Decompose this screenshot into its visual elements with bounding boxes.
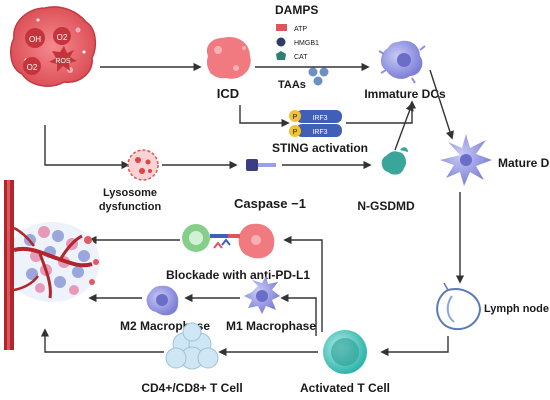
arrow-activated-to-m1 (280, 293, 317, 336)
cat-label: CAT (294, 54, 308, 61)
mature-dcs-label: Mature DCs (498, 156, 550, 170)
tumor-vessel-illustration (4, 180, 100, 350)
tcell-cluster-label: CD4+/CD8+ T Cell (141, 381, 242, 395)
ros-burst-icon (49, 46, 77, 72)
taas-label: TAAs (278, 79, 306, 91)
icd-cell (206, 36, 251, 79)
atp-label: ATP (294, 26, 307, 33)
m1-label: M1 Macrophase (226, 319, 316, 333)
p-label-2: P (293, 129, 298, 136)
atp-icon (276, 24, 287, 31)
irf3-label-1: IRF3 (312, 115, 327, 122)
irf3-label-2: IRF3 (312, 129, 327, 136)
lymph-node-icon (436, 282, 482, 331)
arrow-immature-to-mature (429, 69, 454, 140)
activated-t-cell-label: Activated T Cell (300, 381, 390, 395)
m2-macrophage-cell (146, 285, 179, 316)
superoxide-icon-2 (23, 57, 41, 75)
immature-dcs-label: Immature DCs (364, 87, 446, 101)
caspase-label: Caspase −1 (234, 196, 306, 211)
lysosome-icon (127, 149, 159, 181)
arrow-tcells-to-tumor (40, 328, 164, 353)
tumor-cell: OH O2 O2 ROS (9, 6, 97, 87)
blockade-cells (182, 223, 275, 259)
m1-macrophage-cell (244, 276, 280, 314)
activated-t-cell (323, 330, 367, 374)
irf3-dimer: P P IRF3 IRF3 (289, 110, 342, 137)
cat-icon (276, 51, 286, 60)
blood-vessel-icon (4, 180, 93, 350)
blockade-label: Blockade with anti-PD-L1 (166, 268, 310, 282)
oh-label: OH (29, 35, 41, 44)
gsdmd-label: N-GSDMD (357, 199, 415, 213)
arrow-icd-to-sting (239, 105, 290, 128)
sting-label: STING activation (272, 141, 368, 155)
arrow-lymph-to-tcell (380, 336, 449, 357)
immature-dc-cell (378, 40, 426, 84)
hmgb1-label: HMGB1 (294, 40, 319, 47)
arrow-tumor-to-lysosome (44, 125, 130, 170)
o2-label-2: O2 (27, 63, 38, 72)
arrow-activated-to-blockade (283, 235, 323, 332)
phospho-icon (289, 110, 301, 122)
icd-label: ICD (217, 86, 239, 101)
lysosome-label-line2: dysfunction (99, 201, 162, 213)
o2-label-1: O2 (57, 33, 68, 42)
lysosome-label-line1: Lysosome (103, 187, 157, 199)
arrow-sting-to-dcs (346, 100, 417, 124)
mature-dc-cell (440, 134, 492, 186)
t-cell-cluster (165, 322, 219, 370)
hmgb1-icon (276, 37, 286, 47)
gsdmd-icon (381, 147, 408, 175)
caspase-icon (246, 159, 276, 171)
damps-title: DAMPS (275, 3, 318, 17)
arrow-gsdmd-to-dcs (394, 102, 414, 151)
taas-icon (308, 67, 329, 86)
lymph-node-label: Lymph node (484, 303, 549, 315)
ros-label: ROS (55, 58, 71, 65)
phospho-icon-2 (289, 125, 301, 137)
hydroxyl-radical-icon (25, 28, 45, 48)
superoxide-icon (53, 27, 71, 45)
p-label-1: P (293, 114, 298, 121)
